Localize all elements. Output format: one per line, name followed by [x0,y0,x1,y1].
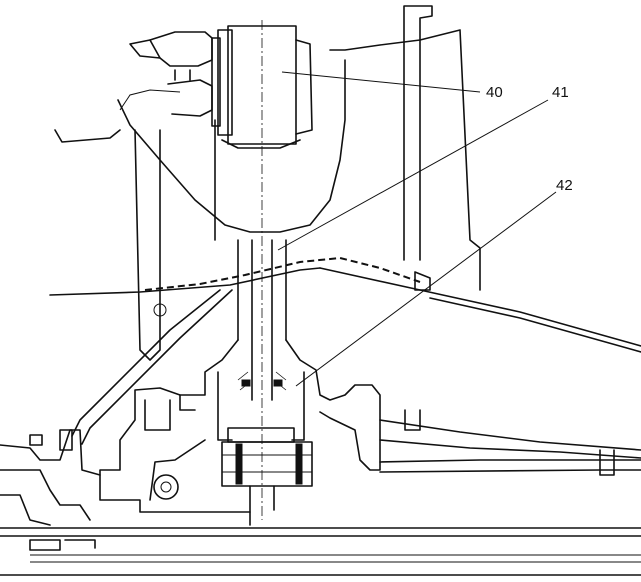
tail-shaft [379,409,641,476]
callout-40-label: 40 [486,84,503,101]
callout-42-label: 42 [556,177,573,194]
callout-41-label: 41 [552,84,569,101]
airframe-structure [49,5,641,445]
callout-41: 41 [277,84,569,251]
callout-42: 42 [295,177,573,387]
drive-shaft [237,239,287,401]
gearbox-housing [99,339,381,526]
base-plate [0,527,641,576]
callout-40: 40 [281,71,503,101]
motor-unit [129,20,313,520]
left-mechanism [0,429,101,551]
